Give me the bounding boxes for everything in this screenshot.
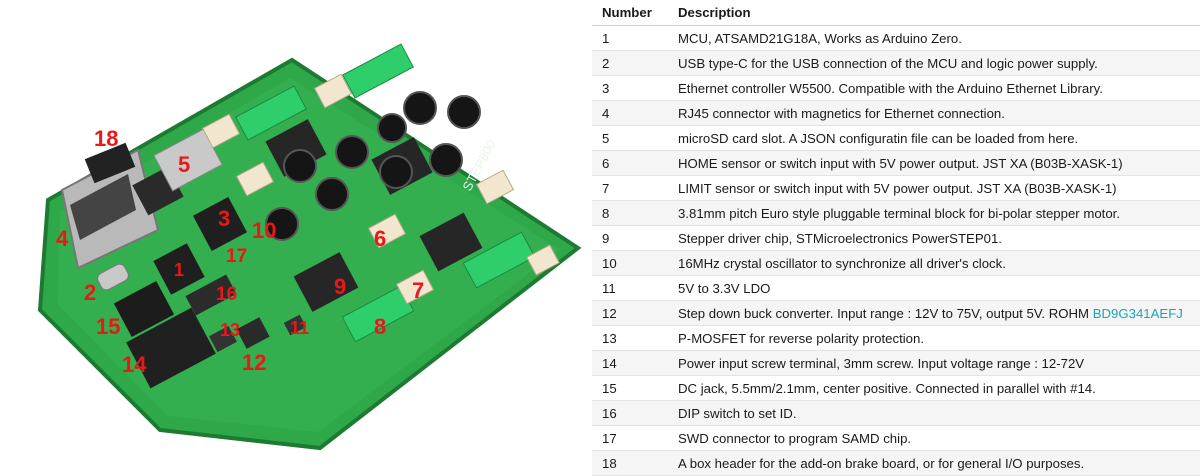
callout-5: 5 [178,152,190,177]
board-photo: STEP800 1 2 3 4 5 6 7 8 9 10 11 12 13 14… [37,43,582,451]
callout-3: 3 [218,206,230,231]
row-description: DIP switch to set ID. [668,400,1200,426]
row-description: A box header for the add-on brake board,… [668,450,1200,476]
callout-labels: 1 2 3 4 5 6 7 8 9 10 11 12 13 14 15 16 1… [56,126,424,377]
row-description: Stepper driver chip, STMicroelectronics … [668,225,1200,251]
part-link[interactable]: BD9G341AEFJ [1092,305,1183,321]
callout-9: 9 [334,274,346,299]
callout-18: 18 [94,126,118,151]
callout-1: 1 [174,260,184,280]
row-description: HOME sensor or switch input with 5V powe… [668,150,1200,176]
row-number: 6 [592,150,668,176]
callout-6: 6 [374,226,386,251]
callout-13: 13 [220,320,240,340]
row-number: 4 [592,100,668,126]
terminal-block [235,85,307,141]
row-description: microSD card slot. A JSON configuratin f… [668,125,1200,151]
row-number: 5 [592,125,668,151]
row-number: 11 [592,275,668,301]
row-description: Step down buck converter. Input range : … [668,300,1200,326]
row-description: SWD connector to program SAMD chip. [668,425,1200,451]
row-number: 10 [592,250,668,276]
usb-c-port [97,263,129,291]
callout-11: 11 [290,318,309,338]
row-number: 17 [592,425,668,451]
row-number: 14 [592,350,668,376]
dc-jack [113,280,175,338]
header-number: Number [592,0,668,26]
row-description-text: Step down buck converter. Input range : … [678,305,1093,321]
row-description: 5V to 3.3V LDO [668,275,1200,301]
row-description: RJ45 connector with magnetics for Ethern… [668,100,1200,126]
row-number: 7 [592,175,668,201]
row-number: 1 [592,25,668,51]
row-number: 15 [592,375,668,401]
row-number: 16 [592,400,668,426]
stepper-driver-chip [293,252,359,312]
row-number: 8 [592,200,668,226]
row-number: 2 [592,50,668,76]
table-row: 12 Step down buck converter. Input range … [592,300,1200,326]
mcu-chip [153,243,205,295]
callout-17: 17 [226,246,247,267]
power-screw-terminal [126,307,216,389]
row-number: 3 [592,75,668,101]
callout-7: 7 [412,278,424,303]
row-description: P-MOSFET for reverse polarity protection… [668,325,1200,351]
header-description: Description [668,0,1200,26]
callout-16: 16 [216,284,237,305]
callout-14: 14 [122,352,147,377]
ethernet-controller-chip [192,196,248,252]
row-description: 3.81mm pitch Euro style pluggable termin… [668,200,1200,226]
row-description: DC jack, 5.5mm/2.1mm, center positive. C… [668,375,1200,401]
table-header-row: Number Description [592,0,1200,26]
row-description: 16MHz crystal oscillator to synchronize … [668,250,1200,276]
capacitors [265,91,481,241]
box-header [84,142,136,184]
dip-switch [185,274,237,316]
row-description: Ethernet controller W5500. Compatible wi… [668,75,1200,101]
callout-8: 8 [374,314,386,339]
callout-10: 10 [252,218,276,243]
row-description: USB type-C for the USB connection of the… [668,50,1200,76]
row-number: 18 [592,450,668,476]
callout-2: 2 [84,280,96,305]
row-number: 13 [592,325,668,351]
row-description: MCU, ATSAMD21G18A, Works as Arduino Zero… [668,25,1200,51]
callout-12: 12 [242,350,266,375]
row-description: LIMIT sensor or switch input with 5V pow… [668,175,1200,201]
row-number: 12 [592,300,668,326]
row-number: 9 [592,225,668,251]
row-description: Power input screw terminal, 3mm screw. I… [668,350,1200,376]
callout-15: 15 [96,314,120,339]
callout-4: 4 [56,226,69,251]
